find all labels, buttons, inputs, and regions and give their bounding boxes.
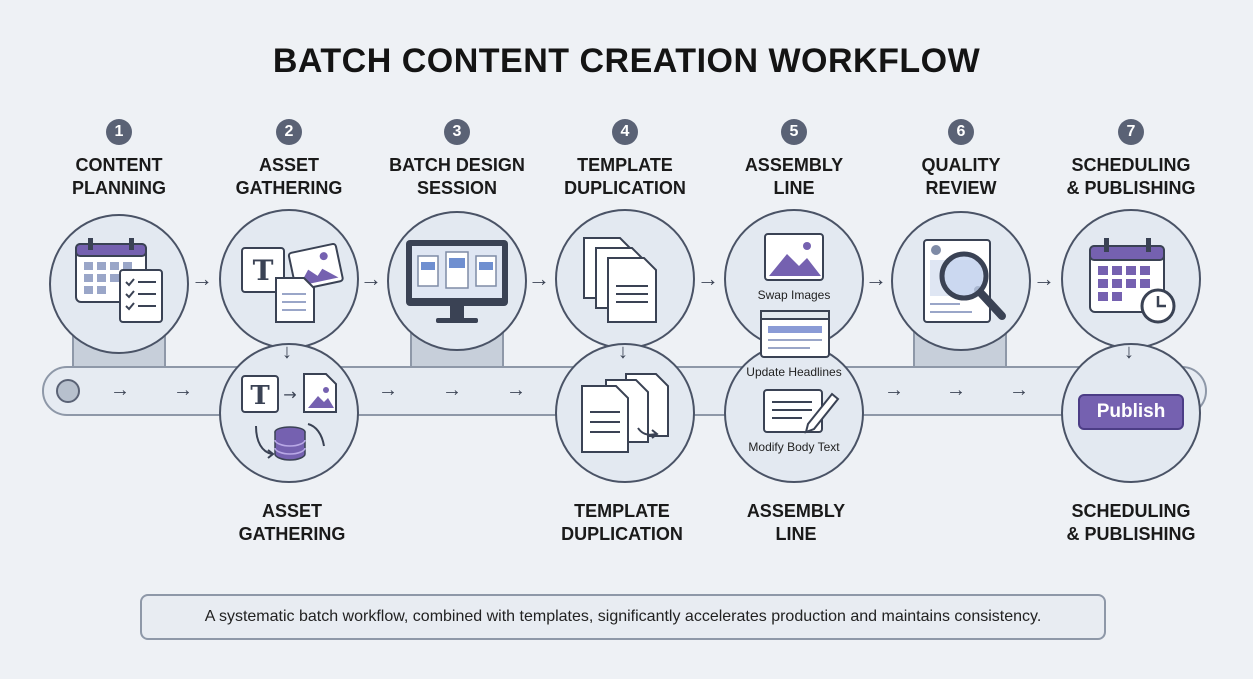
step-number-2: 2 bbox=[276, 119, 302, 145]
publish-button[interactable]: Publish bbox=[1078, 394, 1184, 430]
step-number-1: 1 bbox=[106, 119, 132, 145]
belt-arrow-icon: → bbox=[173, 379, 193, 401]
belt-arrow-icon: → bbox=[506, 379, 526, 401]
step-number-6: 6 bbox=[948, 119, 974, 145]
arrow-right-icon: → bbox=[528, 266, 550, 291]
belt-arrow-icon: → bbox=[110, 379, 130, 401]
assembly-line-lower-circle bbox=[724, 343, 864, 483]
step-number-4: 4 bbox=[612, 119, 638, 145]
belt-arrow-icon: → bbox=[378, 379, 398, 401]
arrow-down-icon: ↓ bbox=[618, 341, 628, 363]
calendar-checklist-icon bbox=[75, 238, 163, 323]
step-number-3: 3 bbox=[444, 119, 470, 145]
step-label-quality-review: QUALITY REVIEW bbox=[921, 155, 1001, 198]
step-4-circle bbox=[555, 209, 695, 349]
monitor-design-icon bbox=[406, 240, 508, 323]
step-label-batch-design-session: BATCH DESIGN SESSION bbox=[389, 155, 525, 198]
step-label-content-planning: CONTENT PLANNING bbox=[72, 155, 166, 198]
arrow-down-icon: ↓ bbox=[1124, 341, 1134, 363]
calendar-clock-icon bbox=[1089, 238, 1176, 324]
step-label-assembly-line: ASSEMBLY LINE bbox=[744, 155, 844, 198]
arrow-right-icon: → bbox=[1033, 266, 1055, 291]
edit-text-icon bbox=[763, 389, 840, 434]
belt-arrow-icon: → bbox=[884, 379, 904, 401]
bottom-label-template-duplication: TEMPLATE DUPLICATION bbox=[561, 501, 683, 544]
headline-card-icon bbox=[760, 310, 830, 358]
page-title: BATCH CONTENT CREATION WORKFLOW bbox=[272, 42, 981, 80]
belt-arrow-icon: → bbox=[1009, 379, 1029, 401]
svg-text:→: → bbox=[283, 385, 296, 404]
belt-roller bbox=[56, 379, 80, 403]
text-image-assets-icon: T bbox=[241, 243, 344, 323]
step-label-template-duplication: TEMPLATE DUPLICATION bbox=[564, 155, 686, 198]
text-letter-icon: T bbox=[250, 381, 270, 411]
step-label-asset-gathering: ASSET GATHERING bbox=[235, 155, 343, 198]
swap-images-label: Swap Images bbox=[757, 288, 831, 302]
text-letter-icon: T bbox=[253, 254, 274, 287]
image-swap-icon bbox=[764, 233, 824, 281]
arrow-down-icon: ↓ bbox=[282, 341, 292, 363]
step-label-scheduling-publishing: SCHEDULING & PUBLISHING bbox=[1066, 155, 1196, 198]
bottom-label-scheduling-publishing: SCHEDULING & PUBLISHING bbox=[1066, 501, 1196, 544]
modify-body-text-label: Modify Body Text bbox=[748, 440, 840, 454]
footer-note: A systematic batch workflow, combined wi… bbox=[140, 594, 1106, 640]
step-number-7: 7 bbox=[1118, 119, 1144, 145]
arrow-right-icon: → bbox=[360, 266, 382, 291]
arrow-right-icon: → bbox=[191, 266, 213, 291]
duplicate-documents-icon bbox=[581, 373, 669, 453]
update-headlines-label: Update Headlines bbox=[746, 365, 842, 379]
belt-arrow-icon: → bbox=[946, 379, 966, 401]
bottom-label-asset-gathering: ASSET GATHERING bbox=[238, 501, 346, 544]
bottom-label-assembly-line: ASSEMBLY LINE bbox=[746, 501, 846, 544]
magnifier-review-icon bbox=[923, 239, 1006, 323]
asset-database-cycle-icon: T → bbox=[241, 373, 337, 461]
arrow-right-icon: → bbox=[697, 266, 719, 291]
step-number-5: 5 bbox=[781, 119, 807, 145]
stacked-documents-icon bbox=[583, 237, 657, 323]
arrow-right-icon: → bbox=[865, 266, 887, 291]
belt-arrow-icon: → bbox=[442, 379, 462, 401]
